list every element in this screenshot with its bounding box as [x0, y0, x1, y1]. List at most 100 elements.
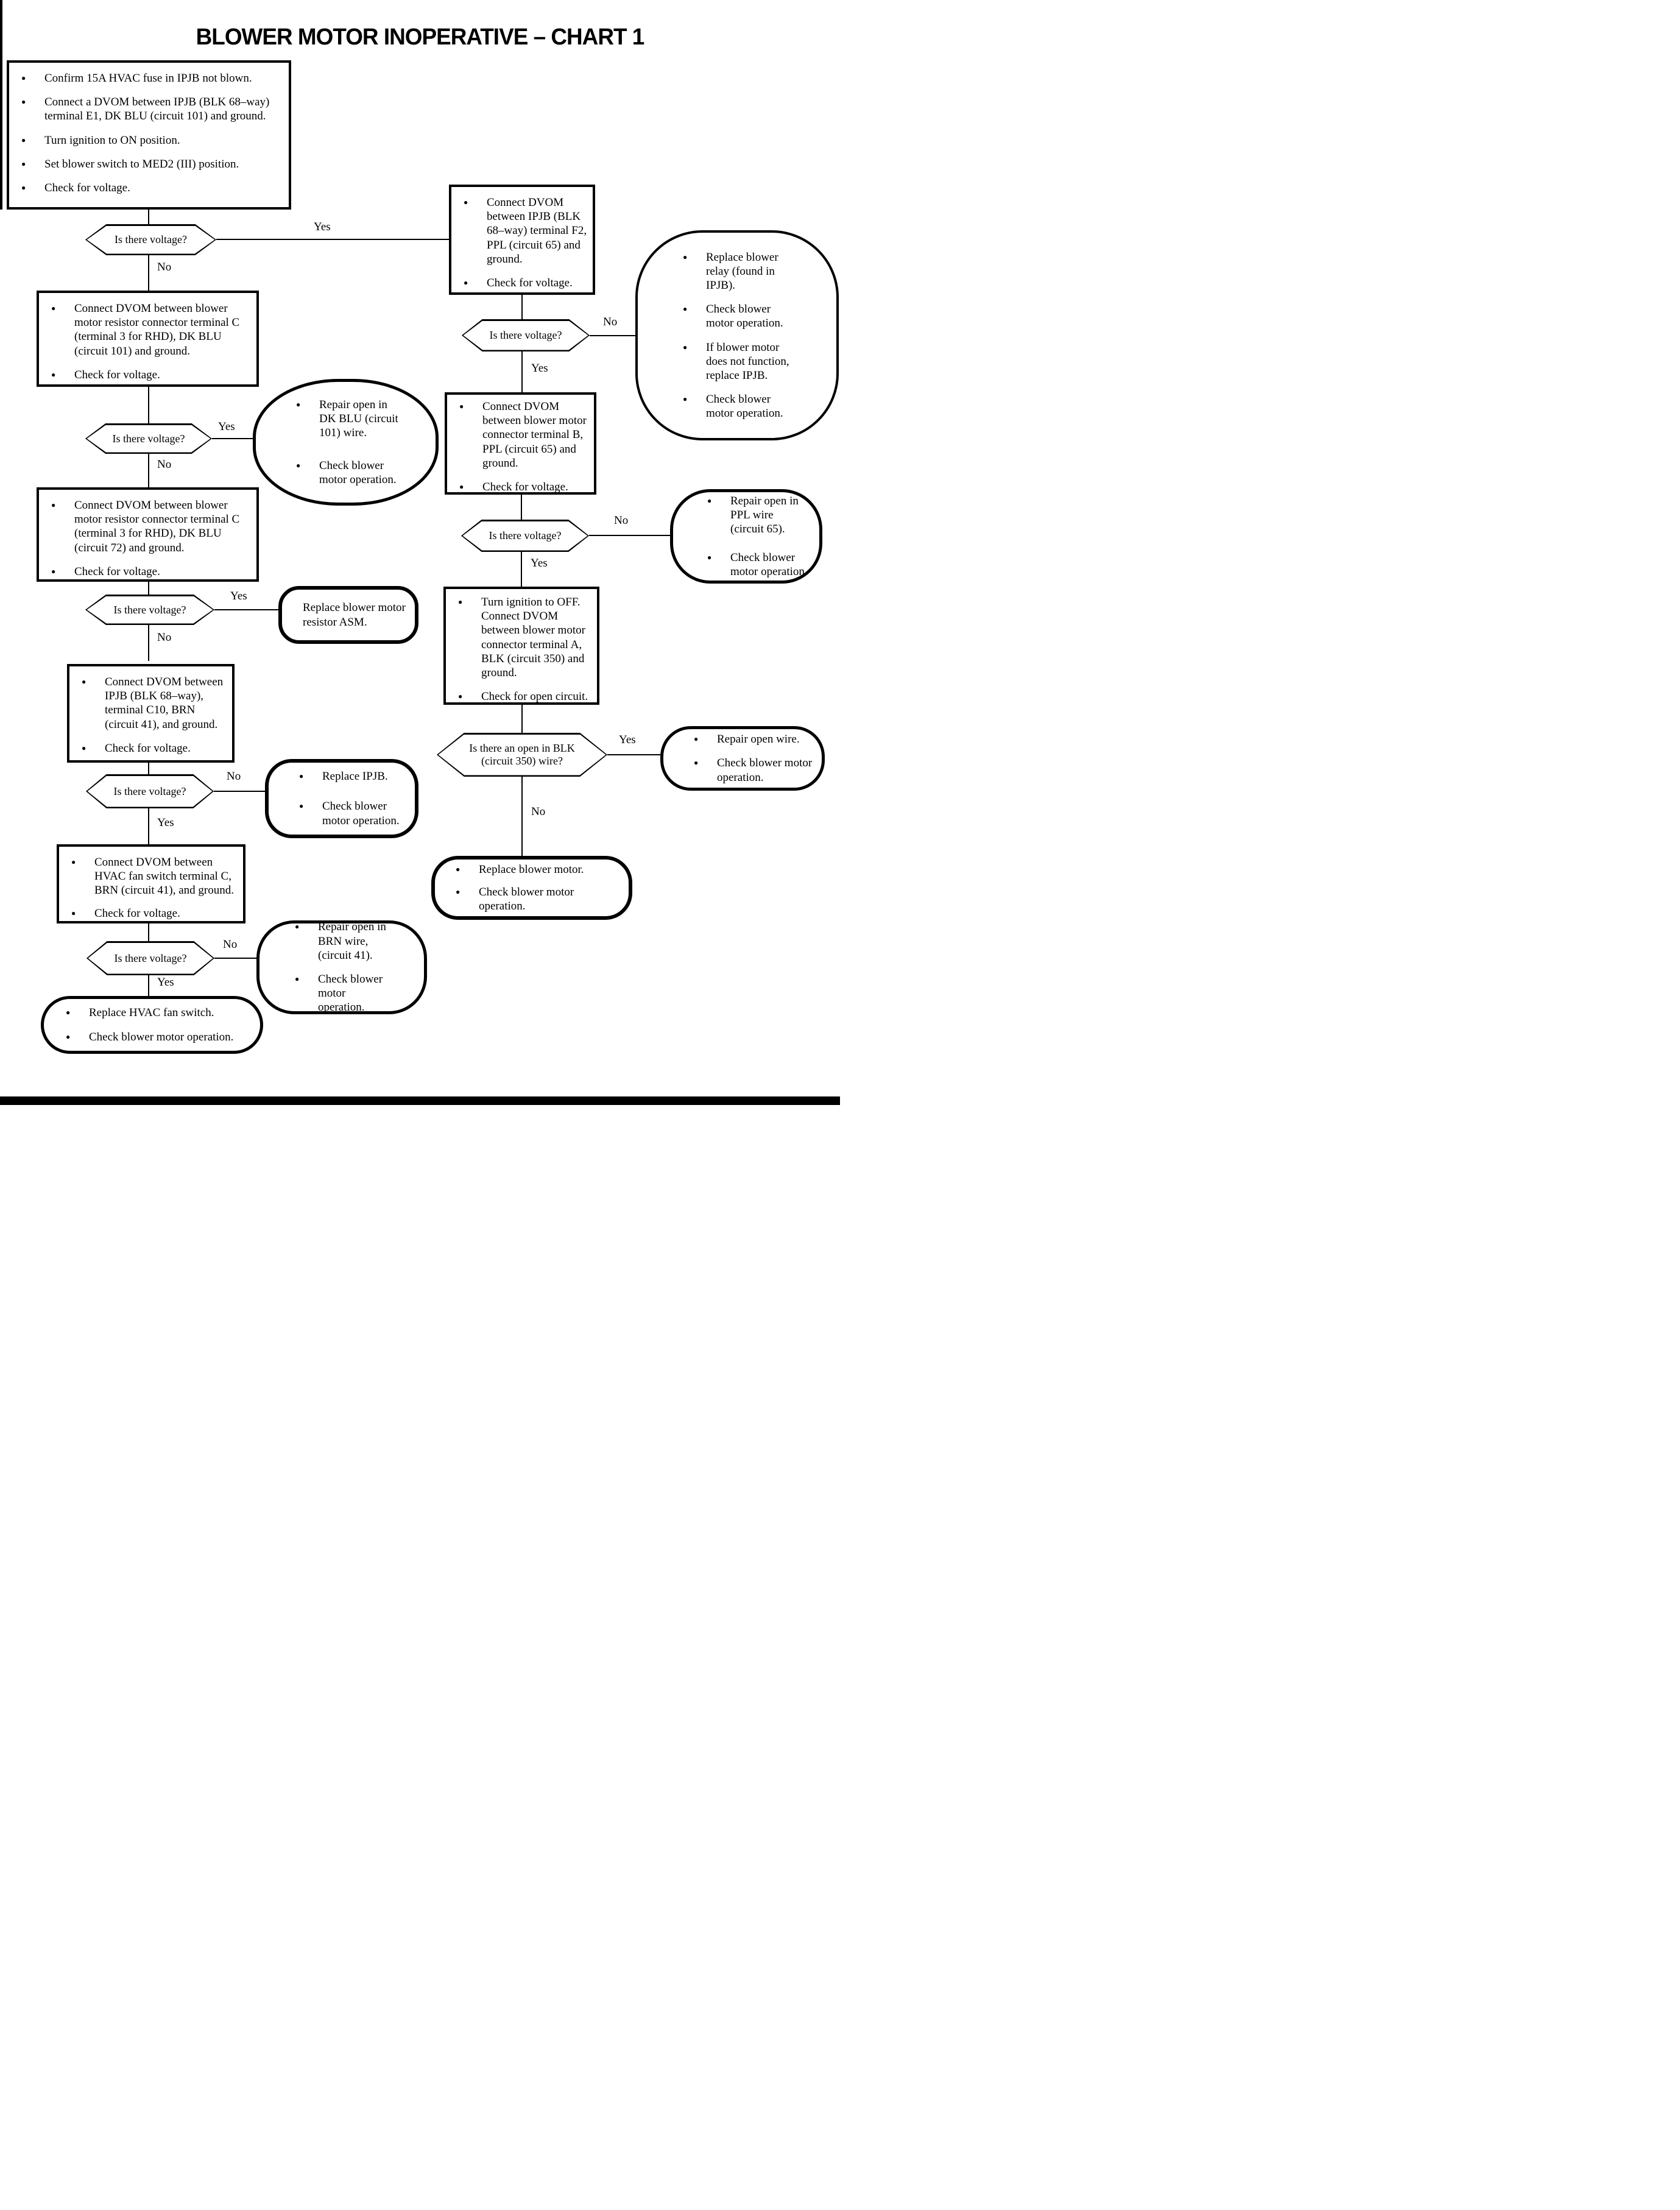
decision-voltage-5: Is there voltage? [86, 941, 214, 975]
decision-label: Is there voltage? [112, 432, 185, 445]
action-replace-resistor-asm: Replace blower motor resistor ASM. [278, 586, 418, 644]
step-resistor-circuit-72: Connect DVOM between blower motor resist… [37, 487, 259, 582]
connector [521, 777, 523, 856]
connector [589, 535, 670, 536]
bullet-item: Connect DVOM between IPJB (BLK 68–way) t… [459, 196, 589, 266]
decision-voltage-3: Is there voltage? [85, 595, 214, 625]
decision-label: Is there voltage? [113, 785, 186, 797]
connector [148, 582, 149, 595]
bullet-item: Check blower motor operation. [61, 1030, 233, 1044]
bullet-list: Repair open in DK BLU (circuit 101) wire… [256, 398, 403, 487]
bullet-item: Confirm 15A HVAC fuse in IPJB not blown. [16, 71, 281, 85]
hexagon-fill [86, 225, 215, 254]
decision-voltage-r1: Is there voltage? [462, 319, 590, 351]
edge-label-yes: Yes [619, 733, 636, 746]
connector [148, 975, 149, 996]
step-motor-terminal-b: Connect DVOM between blower motor connec… [445, 392, 596, 495]
connector [148, 387, 149, 423]
bullet-item: Connect a DVOM between IPJB (BLK 68–way)… [16, 95, 281, 123]
bullet-item: Connect DVOM between IPJB (BLK 68–way), … [77, 675, 225, 732]
edge-label-no: No [223, 938, 238, 951]
bullet-item: Repair open wire. [689, 732, 816, 746]
bullet-list: Repair open in PPL wire (circuit 65).Che… [673, 494, 808, 579]
step-fan-switch: Connect DVOM between HVAC fan switch ter… [57, 844, 245, 923]
action-repair-open-wire: Repair open wire. Check blower motor oper… [660, 726, 825, 791]
connector [521, 552, 522, 587]
bullet-item: Check for voltage. [46, 368, 249, 382]
edge-label-yes: Yes [218, 420, 235, 433]
connector [148, 763, 149, 774]
hexagon-fill [463, 320, 588, 350]
bullet-list: Connect DVOM between blower motor resist… [39, 490, 256, 586]
bullet-item: Check for voltage. [46, 565, 249, 579]
edge-label-no: No [531, 805, 546, 818]
connector [590, 335, 635, 336]
step-motor-terminal-a: Turn ignition to OFF. Connect DVOM betwe… [443, 587, 599, 705]
step-resistor-circuit-101: Connect DVOM between blower motor resist… [37, 291, 259, 387]
action-replace-blower-relay: Replace blower relay (found in IPJB).Che… [635, 230, 839, 440]
hexagon-fill [86, 425, 211, 453]
hexagon-fill [438, 734, 606, 775]
decision-label: Is there voltage? [489, 329, 562, 342]
bullet-item: Turn ignition to OFF. Connect DVOM betwe… [453, 595, 593, 680]
connector [148, 808, 149, 844]
bullet-item: Replace blower motor. [451, 863, 620, 877]
bullet-list: Confirm 15A HVAC fuse in IPJB not blown.… [9, 63, 289, 202]
bullet-item: Repair open in PPL wire (circuit 65). [702, 494, 808, 537]
bullet-item: Check for open circuit. [453, 690, 593, 704]
connector [521, 495, 522, 520]
edge-label-yes: Yes [230, 590, 247, 602]
connector [212, 438, 255, 439]
bullet-item: Replace HVAC fan switch. [61, 1006, 233, 1020]
bullet-item: Repair open in BRN wire, (circuit 41). [290, 920, 390, 962]
edge-label-no: No [157, 458, 172, 471]
bullet-list: Repair open wire. Check blower motor oper… [663, 732, 816, 785]
bullet-item: Replace IPJB. [294, 769, 414, 783]
decision-label: Is there voltage? [113, 603, 186, 616]
connector [148, 255, 149, 291]
connector [607, 754, 660, 755]
edge-label-yes: Yes [157, 816, 174, 829]
connector [214, 791, 265, 792]
action-repair-dkblu-wire: Repair open in DK BLU (circuit 101) wire… [253, 379, 439, 506]
decision-label: Is there voltage? [115, 233, 187, 246]
bullet-list: Turn ignition to OFF. Connect DVOM betwe… [446, 589, 597, 710]
action-replace-ipjb: Replace IPJB. Check blower motor operatio… [265, 759, 418, 838]
bullet-item: Check blower motor operation. [689, 756, 816, 784]
bullet-item: Check for voltage. [66, 906, 239, 920]
bullet-item: Check blower motor operation. [678, 392, 797, 420]
bullet-list: Connect DVOM between IPJB (BLK 68–way), … [69, 666, 232, 763]
connector [214, 958, 256, 959]
bullet-item: If blower motor does not function, repla… [678, 341, 797, 383]
bullet-item: Set blower switch to MED2 (III) position… [16, 157, 281, 171]
bullet-item: Check blower motor operation. [678, 302, 797, 330]
bullet-item: Connect DVOM between HVAC fan switch ter… [66, 855, 239, 898]
bullet-item: Check for voltage. [16, 181, 281, 195]
decision-voltage-4: Is there voltage? [86, 774, 214, 808]
edge-label-yes: Yes [157, 976, 174, 989]
bullet-item: Check blower motor operation. [291, 459, 403, 487]
scan-edge-left [0, 0, 2, 210]
connector [214, 609, 278, 610]
hexagon-fill [87, 775, 213, 807]
action-repair-ppl-wire: Repair open in PPL wire (circuit 65).Che… [670, 489, 822, 584]
edge-label-no: No [157, 631, 172, 644]
decision-label: Is there voltage? [114, 951, 187, 964]
bullet-item: Check blower motor operation. [294, 799, 414, 827]
bullet-item: Turn ignition to ON position. [16, 133, 281, 147]
bullet-item: Connect DVOM between blower motor resist… [46, 498, 249, 555]
decision-label: Is there an open in BLK (circuit 350) wi… [469, 742, 575, 767]
decision-open-blk: Is there an open in BLK (circuit 350) wi… [437, 733, 607, 777]
decision-voltage-r2: Is there voltage? [461, 520, 589, 552]
connector [148, 923, 149, 941]
step-ipjb-c10: Connect DVOM between IPJB (BLK 68–way), … [67, 664, 235, 763]
connector [148, 454, 149, 487]
action-repair-brn-wire: Repair open in BRN wire, (circuit 41).Ch… [256, 920, 427, 1014]
decision-label: Is there voltage? [489, 529, 562, 542]
bullet-list: Replace blower relay (found in IPJB).Che… [638, 250, 797, 421]
bullet-item: Check for voltage. [459, 276, 589, 290]
bullet-item: Check for voltage. [77, 741, 225, 755]
bullet-list: Connect DVOM between blower motor connec… [447, 395, 594, 499]
decision-voltage-1: Is there voltage? [85, 224, 216, 255]
bullet-item: Connect DVOM between blower motor resist… [46, 302, 249, 358]
